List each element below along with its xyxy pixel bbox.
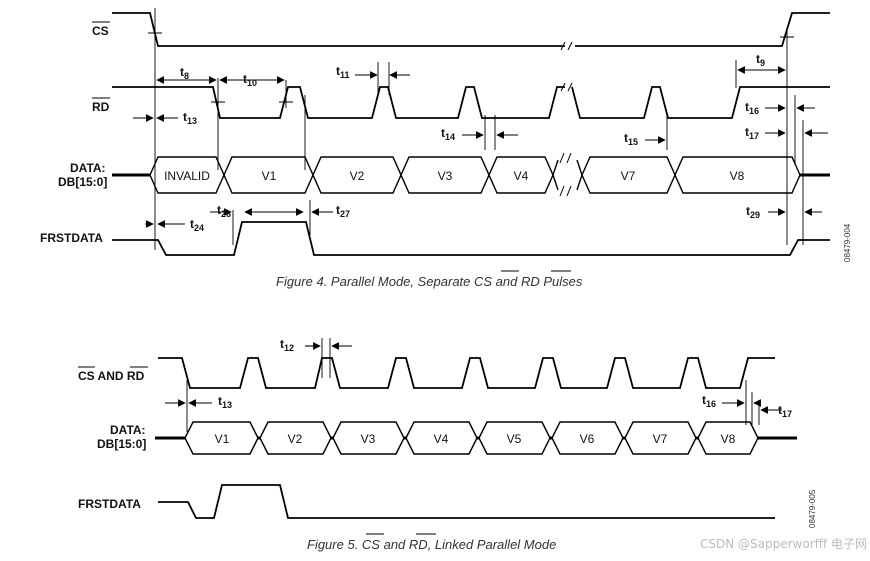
timing-t14: t14	[441, 126, 455, 142]
frstdata5-label: FRSTDATA	[78, 497, 141, 511]
bus5-value-v7: V7	[653, 432, 668, 446]
bus5-value-v2: V2	[288, 432, 303, 446]
rd-waveform-end	[571, 86, 830, 119]
cs-waveform-end	[575, 12, 830, 47]
timing-t8: t8	[180, 65, 189, 81]
bus-value-v2: V2	[350, 169, 365, 183]
bus-value-v4: V4	[514, 169, 529, 183]
timing5-t13: t13	[218, 394, 232, 410]
timing-t15: t15	[624, 131, 638, 147]
timing-arrows	[133, 66, 828, 228]
figure5-code: 08479-005	[808, 489, 817, 528]
timing-t9: t9	[756, 52, 765, 68]
timing5-t17: t17	[778, 403, 792, 419]
timing5-t12: t12	[280, 337, 294, 353]
bus-value-invalid: INVALID	[164, 169, 210, 183]
figure5-caption: Figure 5. CS and RD, Linked Parallel Mod…	[307, 537, 556, 552]
data-label: DATA:	[70, 161, 106, 175]
rd-waveform	[112, 86, 565, 119]
bus-value-v1: V1	[262, 169, 277, 183]
cs-break	[560, 41, 573, 51]
bus-value-v8: V8	[730, 169, 745, 183]
bus-break	[559, 152, 572, 197]
bus-value-v3: V3	[438, 169, 453, 183]
timing-t24: t24	[190, 217, 204, 233]
data-bus: INVALID V1 V2 V3 V4 V7 V8	[112, 152, 830, 197]
figure-4: CS RD DATA: DB[15:0] FRSTDATA I	[40, 8, 852, 289]
bus5-value-v5: V5	[507, 432, 522, 446]
frstdata5-waveform	[158, 484, 775, 519]
bus5-value-v8: V8	[721, 432, 736, 446]
figure4-code: 08479-004	[843, 223, 852, 262]
reference-lines	[154, 8, 804, 250]
cs-rd-waveform	[158, 357, 775, 389]
figure-5: CS AND RD DATA: DB[15:0] FRSTDATA	[78, 337, 817, 552]
watermark: CSDN @Sapperworfff 电子网	[700, 537, 867, 551]
bus5-value-v1: V1	[215, 432, 230, 446]
frstdata-waveform	[112, 221, 830, 256]
timing-labels: t8 t10 t11 t9 t13 t16 t14 t15 t17 t26 t2…	[180, 52, 765, 233]
data5-bus-label: DB[15:0]	[97, 437, 146, 451]
data-bus-label: DB[15:0]	[58, 175, 107, 189]
timing5-t16: t16	[702, 393, 716, 409]
timing-t26: t26	[217, 203, 231, 219]
timing-t29: t29	[746, 204, 760, 220]
data5-label: DATA:	[110, 423, 146, 437]
bus5-value-v4: V4	[434, 432, 449, 446]
timing-arrows-5	[165, 342, 782, 414]
timing-t11: t11	[336, 64, 350, 80]
bus5-value-v3: V3	[361, 432, 376, 446]
bus-value-v7: V7	[621, 169, 636, 183]
frstdata-label: FRSTDATA	[40, 231, 103, 245]
timing-t27: t27	[336, 203, 350, 219]
bus5-value-v6: V6	[580, 432, 595, 446]
reference-lines-5	[186, 338, 760, 432]
edge-ticks	[148, 32, 794, 103]
rd-label: RD	[92, 100, 110, 114]
timing-labels-5: t12 t13 t16 t17	[218, 337, 792, 419]
cs-and-rd-label: CS AND RD	[78, 369, 145, 383]
cs-label: CS	[92, 24, 109, 38]
rd-break	[560, 82, 573, 92]
figure4-caption: Figure 4. Parallel Mode, Separate CS and…	[276, 274, 583, 289]
timing-t16: t16	[745, 100, 759, 116]
timing-t10: t10	[243, 72, 257, 88]
data5-bus: V1 V2 V3 V4 V5 V6 V7 V8	[155, 421, 797, 455]
timing-t13: t13	[183, 110, 197, 126]
timing-t17: t17	[745, 125, 759, 141]
cs-waveform	[112, 12, 565, 47]
